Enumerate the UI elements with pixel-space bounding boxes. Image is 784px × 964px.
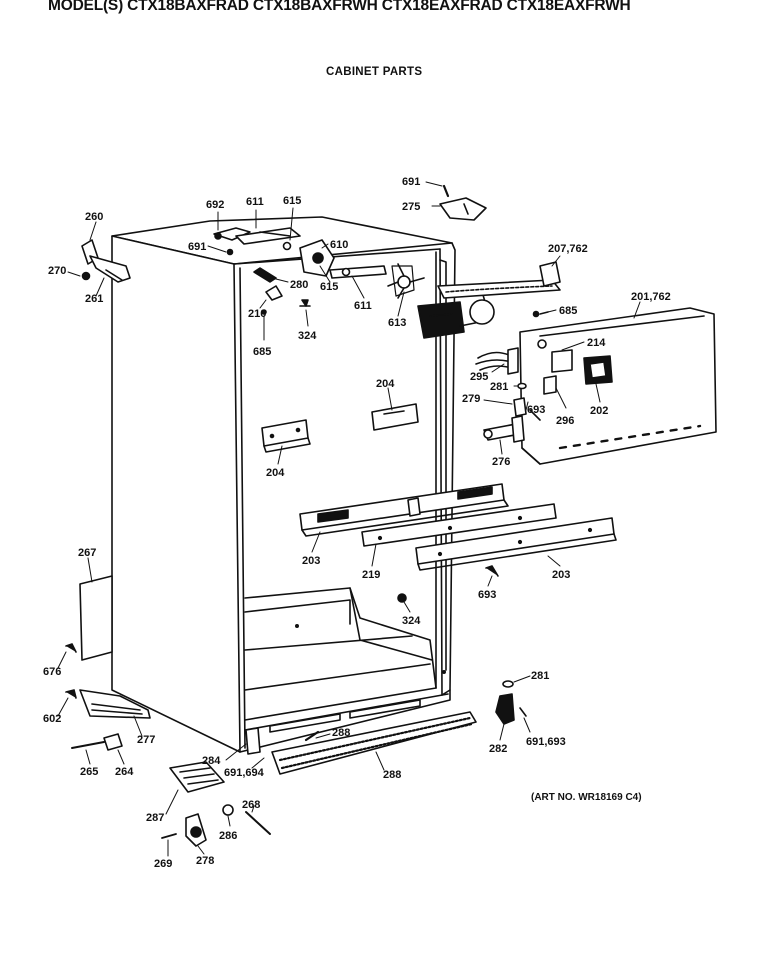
part-label-278: 278 [196,855,214,867]
part-label-691-b: 691 [402,176,420,188]
part-label-324-b: 324 [402,615,421,627]
part-label-288-b: 288 [383,769,401,781]
part-label-286: 286 [219,830,237,842]
part-label-284: 284 [202,755,221,767]
part-label-270: 270 [48,265,66,277]
part-label-610: 610 [330,239,348,251]
part-label-693: 693 [527,404,545,416]
part-label-265: 265 [80,766,98,778]
leader-lines [57,181,641,857]
part-label-280: 280 [290,279,308,291]
part-label-204-b: 204 [376,378,395,390]
part-label-267: 267 [78,547,96,559]
part-label-276: 276 [492,456,510,468]
part-labels: 260 270 261 692 611 615 691 610 615 280 … [43,176,671,870]
part-label-692: 692 [206,199,224,211]
part-label-281-b: 281 [531,670,549,682]
cabinet-shell [111,216,456,753]
part-label-615-b: 615 [320,281,338,293]
bottom-parts [65,575,527,847]
art-number: (ART NO. WR18169 C4) [531,792,642,803]
part-label-295: 295 [470,371,488,383]
part-label-611-b: 611 [354,300,372,312]
part-label-288: 288 [332,727,350,739]
part-label-275: 275 [402,201,420,213]
part-label-269: 269 [154,858,172,870]
part-label-219: 219 [362,569,380,581]
part-label-214: 214 [587,337,606,349]
part-label-264: 264 [115,766,134,778]
part-label-611: 611 [246,196,264,208]
part-label-685: 685 [253,346,271,358]
part-label-324: 324 [298,330,317,342]
model-header: MODEL(S) CTX18BAXFRAD CTX18BAXFRWH CTX18… [48,0,631,14]
part-label-691-693: 691,693 [526,736,566,748]
part-label-207-762: 207,762 [548,243,588,255]
part-label-615: 615 [283,195,301,207]
part-label-602: 602 [43,713,61,725]
part-label-202: 202 [590,405,608,417]
section-title: CABINET PARTS [326,66,423,78]
part-label-277: 277 [137,734,155,746]
part-label-279: 279 [462,393,480,405]
part-label-282: 282 [489,743,507,755]
part-label-201-762: 201,762 [631,291,671,303]
part-label-203-b: 203 [552,569,570,581]
part-label-260: 260 [85,211,103,223]
part-label-203: 203 [302,555,320,567]
part-label-691-694: 691,694 [224,767,265,779]
rails-and-brackets [261,403,617,603]
part-label-676: 676 [43,666,61,678]
part-label-261: 261 [85,293,103,305]
part-label-685-b: 685 [559,305,577,317]
part-label-268: 268 [242,799,260,811]
part-label-296: 296 [556,415,574,427]
part-label-613: 613 [388,317,406,329]
part-label-691: 691 [188,241,206,253]
part-label-210: 210 [248,308,266,320]
part-label-693-b: 693 [478,589,496,601]
part-label-281: 281 [490,381,508,393]
part-label-287: 287 [146,812,164,824]
part-label-204: 204 [266,467,285,479]
top-parts [81,184,561,339]
